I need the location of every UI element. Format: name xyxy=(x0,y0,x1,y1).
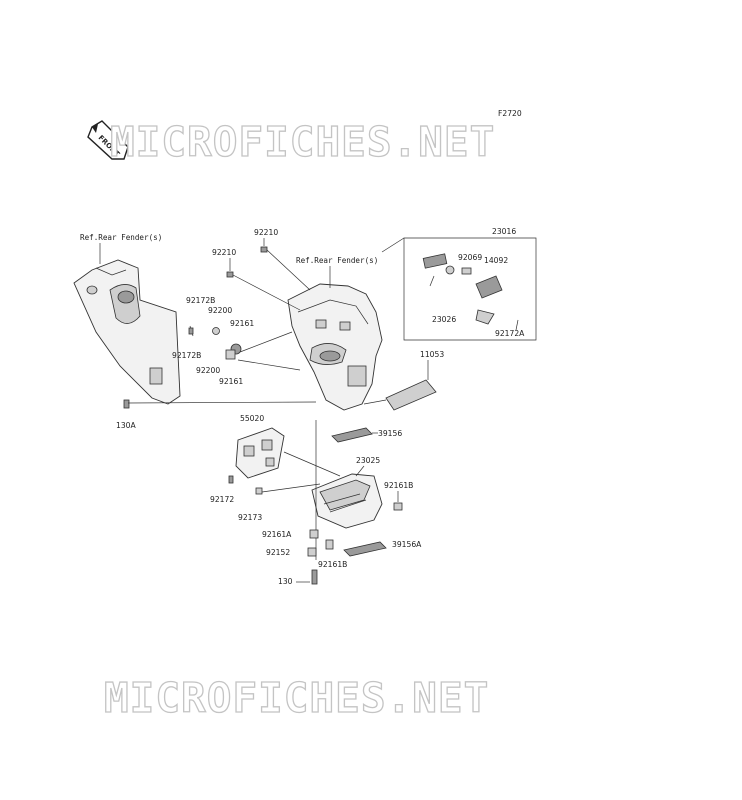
label-92161-a: 92161 xyxy=(230,319,254,328)
rear-fender-cover-part xyxy=(287,283,383,411)
label-92172B-b: 92172B xyxy=(172,351,201,360)
watermark-bottom: MICROFICHES.NET xyxy=(104,674,489,722)
label-92069: 92069 xyxy=(458,253,482,262)
rear-fender-left-part xyxy=(73,259,181,405)
label-92161A: 92161A xyxy=(262,530,292,539)
label-39156: 39156 xyxy=(378,429,402,438)
label-23025: 23025 xyxy=(356,456,380,465)
label-92172B-a: 92172B xyxy=(186,296,215,305)
tail-lamp-part xyxy=(311,473,383,529)
label-23016: 23016 xyxy=(492,227,516,236)
label-92200-a: 92200 xyxy=(208,306,232,315)
label-92200-b: 92200 xyxy=(196,366,220,375)
label-92161B-b: 92161B xyxy=(318,560,347,569)
reflector-lower-part xyxy=(343,541,387,557)
label-92172: 92172 xyxy=(210,495,234,504)
label-92210-b: 92210 xyxy=(212,248,236,257)
label-92172A: 92172A xyxy=(495,329,525,338)
label-130A: 130A xyxy=(116,421,136,430)
label-130: 130 xyxy=(278,577,293,586)
license-lamp-parts xyxy=(422,253,519,331)
label-11053: 11053 xyxy=(420,350,444,359)
label-92152: 92152 xyxy=(266,548,290,557)
watermark-top: MICROFICHES.NET xyxy=(110,118,495,166)
license-bracket-part xyxy=(385,379,437,411)
label-39156A: 39156A xyxy=(392,540,422,549)
label-92161-b: 92161 xyxy=(219,377,243,386)
label-14092: 14092 xyxy=(484,256,508,265)
ref-rear-fender-left: Ref.Rear Fender(s) xyxy=(80,233,162,242)
figure-code: F2720 xyxy=(498,109,522,118)
ref-rear-fender-right: Ref.Rear Fender(s) xyxy=(296,256,378,265)
label-92161B-a: 92161B xyxy=(384,481,413,490)
reflector-upper-part xyxy=(331,427,373,443)
mud-guard-bracket-part xyxy=(235,427,285,479)
label-55020: 55020 xyxy=(240,414,264,423)
label-92173: 92173 xyxy=(238,513,262,522)
label-92210-a: 92210 xyxy=(254,228,278,237)
label-23026: 23026 xyxy=(432,315,456,324)
